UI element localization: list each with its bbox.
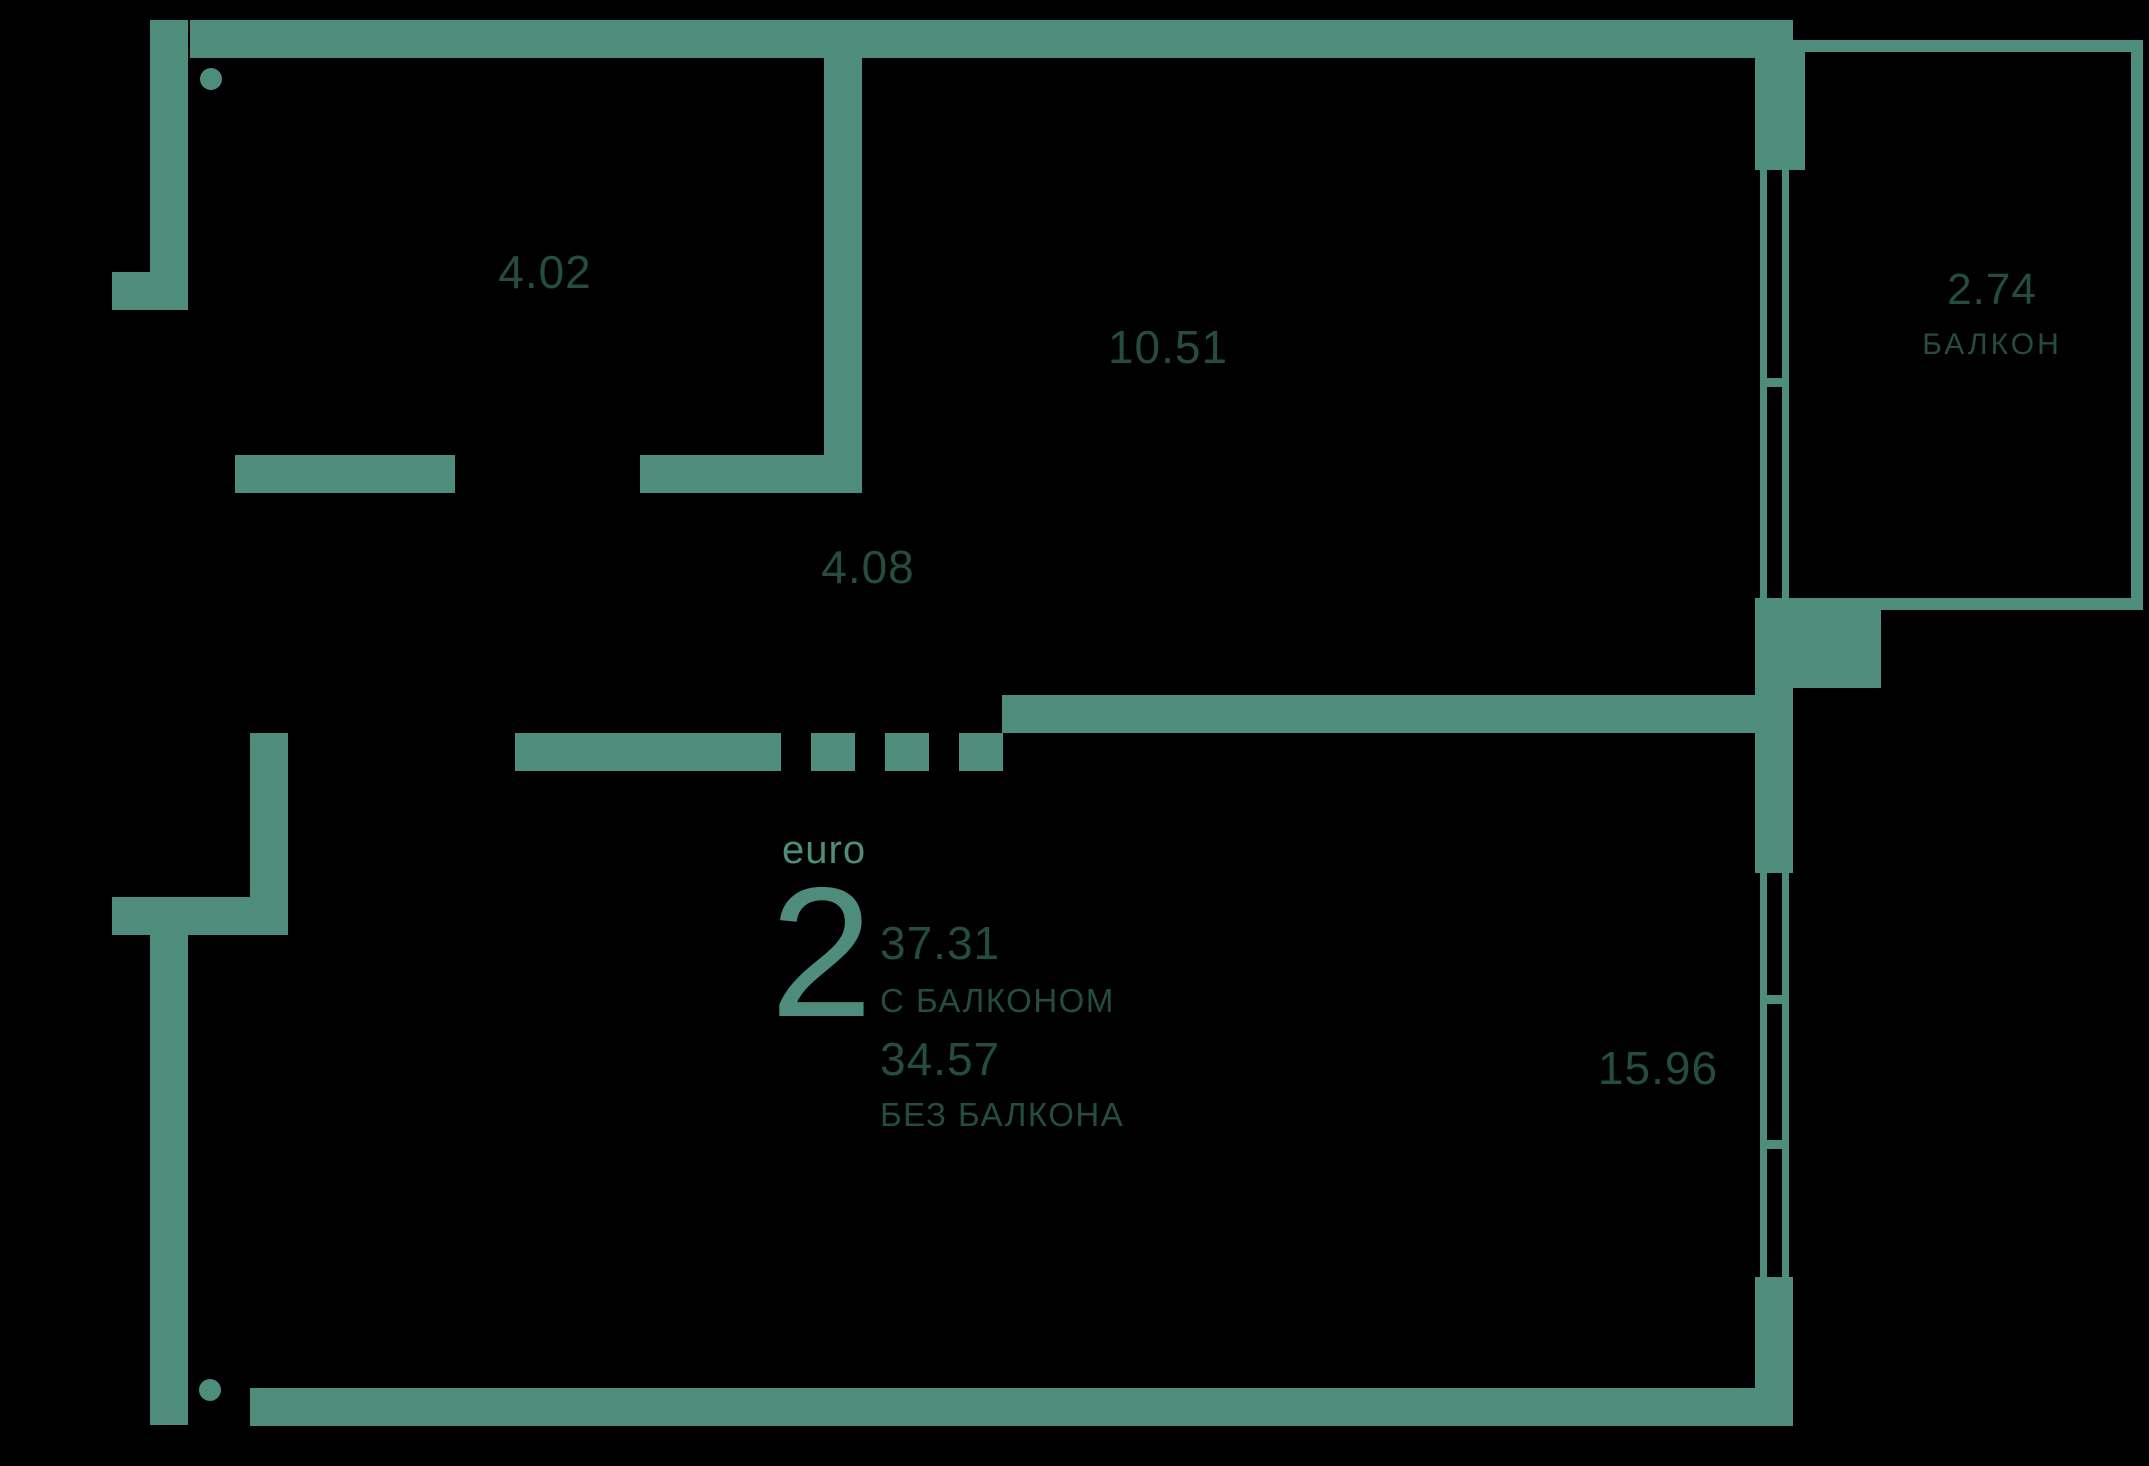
wall-divider-bathroom-kitchen (824, 58, 862, 493)
dash-segment (811, 733, 855, 771)
area-with-balcony-value: 37.31 (880, 917, 1001, 969)
kitchen-area-label: 10.51 (1107, 321, 1229, 373)
wall-right-upper (1755, 58, 1793, 170)
kitchen-balcony-window-transom (1760, 378, 1789, 387)
wall-left-lower (150, 897, 188, 1425)
wall-bathroom-bottom-left (235, 455, 455, 493)
dash-segment (737, 733, 781, 771)
living-window-line-inner (1782, 873, 1789, 1277)
column-marker-top (200, 68, 222, 90)
balcony-wall-right (2131, 40, 2143, 610)
without-balcony-label: БЕЗ БАЛКОНА (880, 1096, 1125, 1133)
wall-bottom-exterior (250, 1388, 1793, 1426)
with-balcony-label: С БАЛКОНОМ (880, 982, 1115, 1019)
dash-segment (959, 733, 1003, 771)
living-window-transom-2 (1760, 1140, 1789, 1149)
living-window-transom-1 (1760, 995, 1789, 1004)
wall-right-mid-extension (1793, 598, 1881, 688)
dashed-zone-boundary (737, 733, 1003, 771)
dash-segment (885, 733, 929, 771)
balcony-wall-left-upper (1793, 40, 1805, 170)
living-area-label: 15.96 (1597, 1042, 1719, 1094)
apartment-type-label: euro (782, 828, 867, 872)
wall-left-upper-jog (112, 272, 188, 310)
balcony-area-label: 2.74 (1947, 265, 2037, 314)
wall-hallway-bottom (515, 733, 737, 771)
bathroom-area-label: 4.02 (498, 246, 592, 298)
hallway-area-label: 4.08 (821, 541, 915, 593)
balcony-wall-top (1793, 40, 2143, 52)
wall-left-lower-jog (112, 897, 288, 935)
living-window-line-outer (1760, 873, 1767, 1277)
rooms-count-label: 2 (770, 850, 873, 1056)
wall-top-exterior (190, 20, 1793, 58)
wall-right-mid (1755, 598, 1793, 873)
balcony-wall-bottom (1793, 598, 2143, 610)
column-marker-bottom (199, 1379, 221, 1401)
wall-kitchen-bottom (1002, 695, 1793, 733)
balcony-name-label: БАЛКОН (1922, 328, 2062, 361)
area-without-balcony-value: 34.57 (880, 1033, 1001, 1085)
wall-left-upper (150, 20, 188, 310)
